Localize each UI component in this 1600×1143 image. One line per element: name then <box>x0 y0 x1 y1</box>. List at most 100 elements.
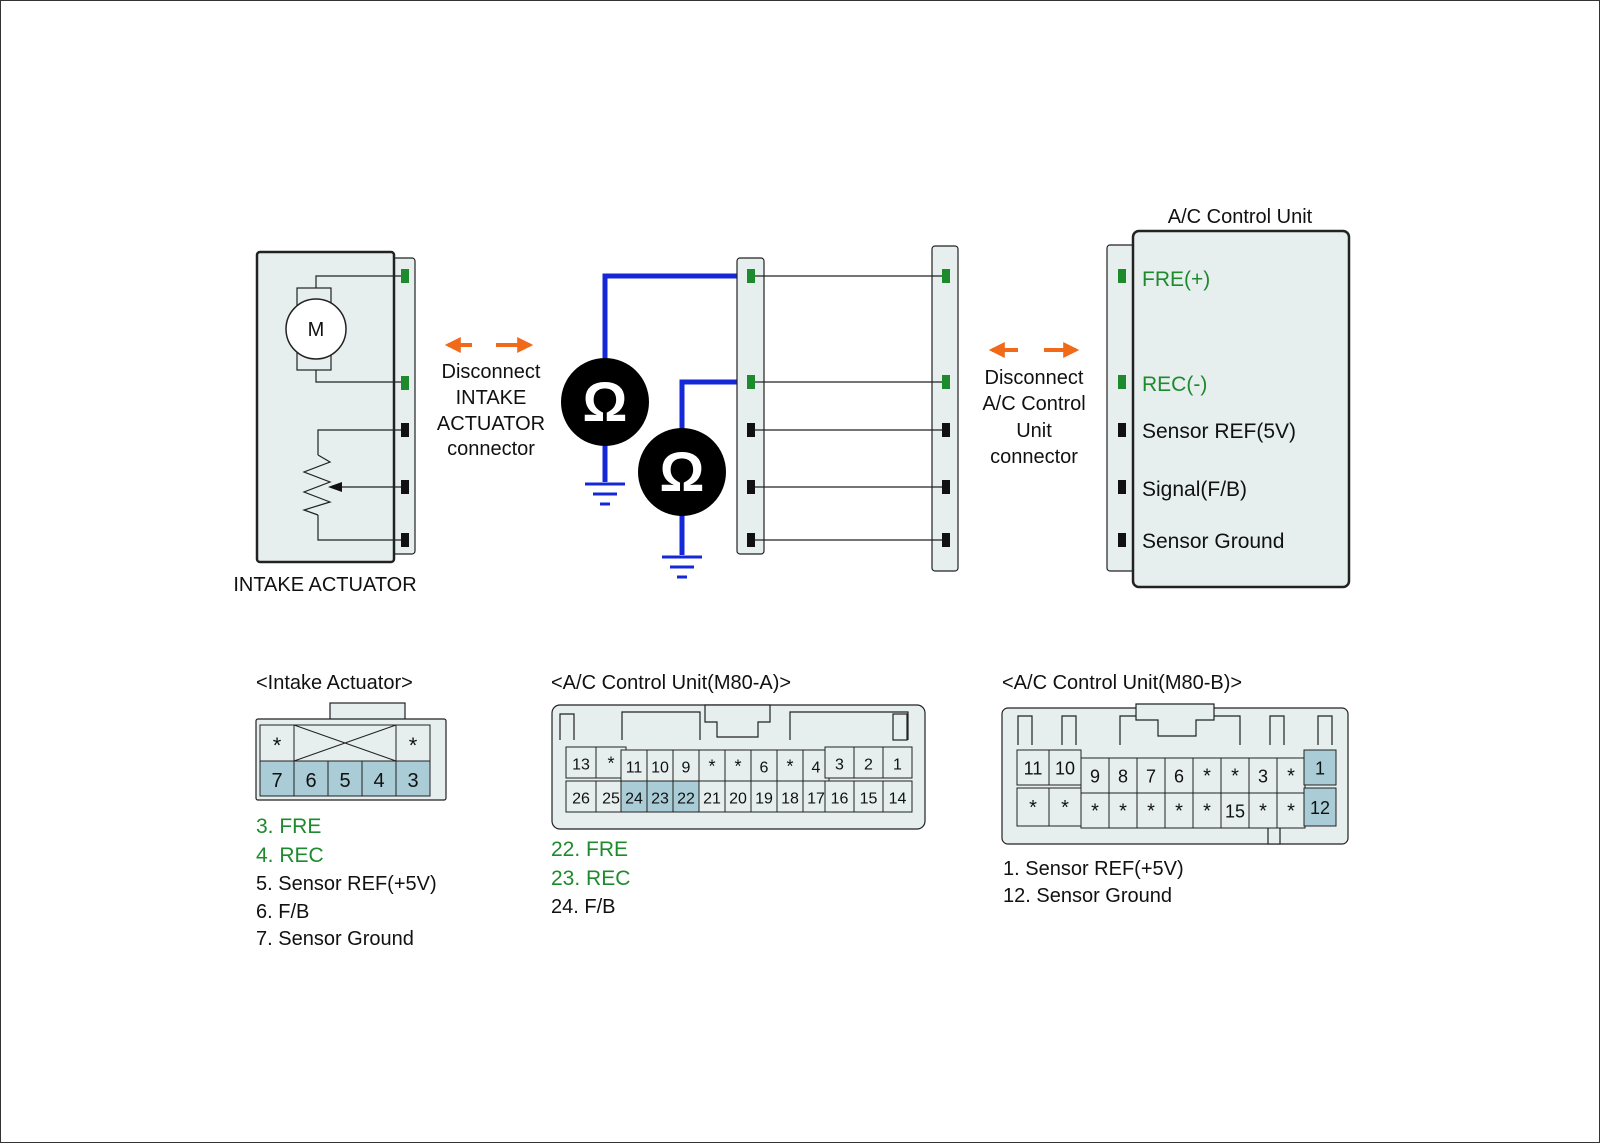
m80b-pin-label: * <box>1203 766 1211 788</box>
m80b-pin-label: 7 <box>1146 767 1156 787</box>
intake-pin-label: 3 <box>407 770 418 792</box>
m80a-pin-label: * <box>607 754 614 774</box>
disconnect-ac-line-3: Unit <box>1016 420 1052 442</box>
disconnect-ac-note: Disconnect A/C Control Unit connector <box>982 342 1086 468</box>
intake-legend-item: 5. Sensor REF(+5V) <box>256 873 437 895</box>
m80a-pin-cell <box>882 746 913 779</box>
m80b-pin-label: 10 <box>1055 759 1075 779</box>
m80b-pin-label: 12 <box>1310 798 1330 818</box>
m80a-pin-cell <box>824 780 855 813</box>
m80b-pin-label: 9 <box>1090 767 1100 787</box>
potentiometer-icon <box>302 429 405 541</box>
m80b-pin-label: * <box>1029 797 1037 819</box>
m80a-pin-label: 14 <box>889 791 907 808</box>
m80a-pin-cell <box>824 746 855 779</box>
m80b-pin-cell <box>1303 787 1337 827</box>
m80a-pin-label: 9 <box>682 760 691 777</box>
intake-legend-item: 3. FRE <box>256 815 321 838</box>
intake-legend-item: 7. Sensor Ground <box>256 928 414 950</box>
m80b-legend-item: 12. Sensor Ground <box>1003 885 1172 907</box>
harness-pin-2 <box>747 375 755 389</box>
m80a-pin-cell <box>853 780 884 813</box>
harness-connector-left <box>736 257 765 555</box>
intake-pin-label: 6 <box>305 770 316 792</box>
intake-legend-item: 4. REC <box>256 844 324 867</box>
ohmmeter-icon <box>561 358 649 446</box>
intake-legend-item: 6. F/B <box>256 901 309 923</box>
m80a-pin-label: 18 <box>781 791 799 808</box>
m80a-legend-item: 24. F/B <box>551 896 615 918</box>
disconnect-intake-line-2: INTAKE <box>456 387 527 409</box>
intake-top-cell-1: * <box>273 733 282 758</box>
motor-icon: M <box>285 287 347 371</box>
m80b-pin-cell <box>1276 792 1306 829</box>
m80a-pin-label: 22 <box>677 791 695 808</box>
m80a-pin-cell <box>750 749 778 782</box>
ac-terminal-fre: FRE(+) <box>1142 268 1210 291</box>
harness-pin-3 <box>747 423 755 437</box>
m80a-pin-label: 21 <box>703 791 721 808</box>
intake-pin-5 <box>401 533 409 547</box>
m80b-pin-cell <box>1192 792 1222 829</box>
m80b-pin-label: * <box>1147 801 1155 823</box>
ac-unit-pin-4 <box>1118 480 1126 494</box>
m80b-pin-label: 11 <box>1024 759 1043 779</box>
m80b-pin-label: * <box>1259 801 1267 823</box>
intake-top-cell-5: * <box>409 733 418 758</box>
m80a-pin-label: 23 <box>651 791 669 808</box>
harness-pin-4 <box>747 480 755 494</box>
m80b-pin-cell <box>1048 787 1082 827</box>
ac-control-unit: A/C Control Unit FRE(+) REC(-) Sensor RE… <box>1106 206 1351 589</box>
intake-pin-2 <box>401 376 409 390</box>
m80b-pin-label: * <box>1119 801 1127 823</box>
m80a-pin-cell <box>698 749 726 782</box>
m80a-pin-cell <box>565 746 597 779</box>
disconnect-intake-note: Disconnect INTAKE ACTUATOR connector <box>437 337 545 460</box>
disconnect-intake-line-1: Disconnect <box>442 361 541 383</box>
m80a-pin-label: 2 <box>864 757 873 774</box>
m80a-pin-label: 25 <box>602 791 620 808</box>
m80b-pin-cell <box>1248 757 1278 794</box>
m80a-pin-label: 26 <box>572 791 590 808</box>
m80a-pin-cell <box>853 746 884 779</box>
harness-pin-10 <box>942 533 950 547</box>
m80a-pin-cell <box>646 780 674 813</box>
disconnect-ac-line-4: connector <box>990 446 1078 468</box>
disconnect-intake-line-3: ACTUATOR <box>437 413 545 435</box>
m80a-pin-label: 11 <box>626 760 643 777</box>
intake-connector-face: <Intake Actuator> * * 7 6 5 4 3 3. FRE 4… <box>255 672 447 950</box>
harness-connector-right <box>931 245 959 572</box>
ac-unit-pin-5 <box>1118 533 1126 547</box>
m80a-pin-cell <box>776 780 804 813</box>
m80b-pin-cell <box>1080 792 1110 829</box>
m80a-pin-label: 15 <box>860 791 878 808</box>
harness-pin-7 <box>942 375 950 389</box>
ac-unit-pin-1 <box>1118 269 1126 283</box>
m80b-pin-cell <box>1016 787 1050 827</box>
m80a-pin-label: 24 <box>625 791 643 808</box>
m80b-pin-label: 1 <box>1315 759 1325 779</box>
motor-label: M <box>308 319 325 341</box>
ohmmeter-fre-symbol: Ω <box>583 370 628 433</box>
ac-terminal-sensor-ground: Sensor Ground <box>1142 530 1284 553</box>
harness-pin-9 <box>942 480 950 494</box>
m80a-pin-label: 10 <box>651 760 669 777</box>
m80a-pin-label: 20 <box>729 791 747 808</box>
m80a-pin-label: 6 <box>760 760 769 777</box>
m80b-legend-item: 1. Sensor REF(+5V) <box>1003 858 1184 880</box>
m80b-pin-label: 3 <box>1258 767 1268 787</box>
m80a-legend-item: 23. REC <box>551 867 630 890</box>
m80a-pin-label: 1 <box>893 757 902 774</box>
m80b-pin-label: * <box>1061 797 1069 819</box>
m80a-pin-label: 3 <box>835 757 844 774</box>
m80b-pin-cell <box>1248 792 1278 829</box>
m80b-pin-cell <box>1220 792 1250 829</box>
m80b-pin-label: * <box>1203 801 1211 823</box>
m80b-pin-cell <box>1016 749 1050 786</box>
disconnect-intake-line-4: connector <box>447 438 535 460</box>
